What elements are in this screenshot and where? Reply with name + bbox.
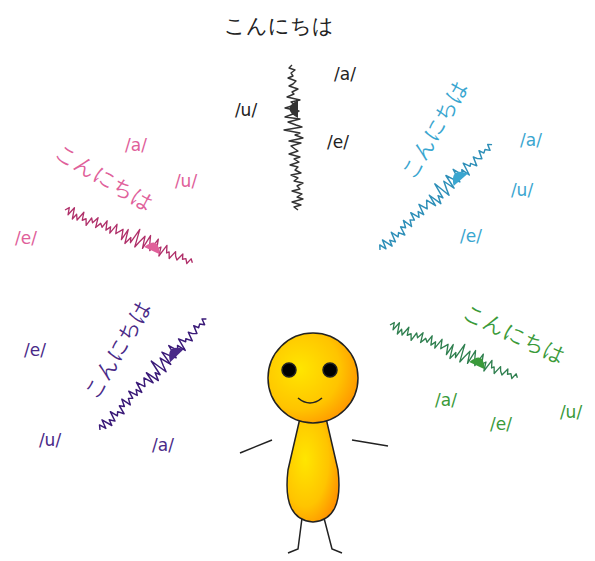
greeting-text: こんにちは bbox=[398, 77, 473, 184]
phoneme-label: /a/ bbox=[152, 436, 174, 455]
phoneme-label: /u/ bbox=[560, 403, 582, 422]
phoneme-label: /u/ bbox=[175, 172, 197, 191]
greeting-text: こんにちは bbox=[460, 301, 569, 368]
phoneme-label: /e/ bbox=[15, 229, 37, 248]
phoneme-label: /e/ bbox=[460, 227, 482, 246]
phoneme-label: /a/ bbox=[125, 136, 147, 155]
character-figure bbox=[240, 333, 388, 553]
waveform bbox=[371, 139, 499, 254]
phoneme-label: /a/ bbox=[520, 131, 542, 150]
phoneme-label: /a/ bbox=[334, 65, 356, 84]
phoneme-label: /e/ bbox=[327, 133, 349, 152]
waveform bbox=[284, 65, 303, 210]
waveform bbox=[63, 197, 196, 272]
phoneme-label: /e/ bbox=[24, 341, 46, 360]
phoneme-label: /u/ bbox=[511, 181, 533, 200]
greeting-text: こんにちは bbox=[224, 15, 334, 38]
greeting-text: こんにちは bbox=[81, 297, 156, 404]
phoneme-label: /a/ bbox=[435, 391, 457, 410]
phoneme-label: /u/ bbox=[235, 101, 257, 120]
phoneme-label: /e/ bbox=[490, 415, 512, 434]
phoneme-label: /u/ bbox=[39, 431, 61, 450]
